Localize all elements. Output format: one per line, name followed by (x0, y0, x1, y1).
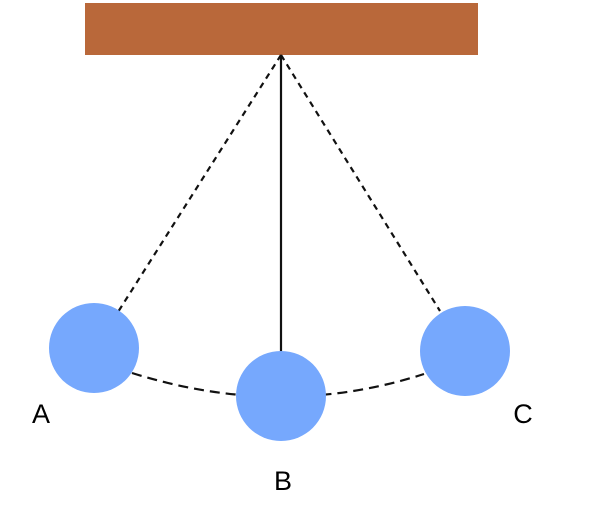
bob-b (236, 351, 326, 441)
string-to-c (280, 54, 441, 312)
bob-c (420, 306, 510, 396)
string-to-a (117, 54, 282, 313)
bob-a (49, 303, 139, 393)
label-b: B (274, 466, 292, 496)
ceiling-support (85, 3, 478, 55)
label-a: A (32, 399, 50, 429)
label-c: C (513, 399, 533, 429)
